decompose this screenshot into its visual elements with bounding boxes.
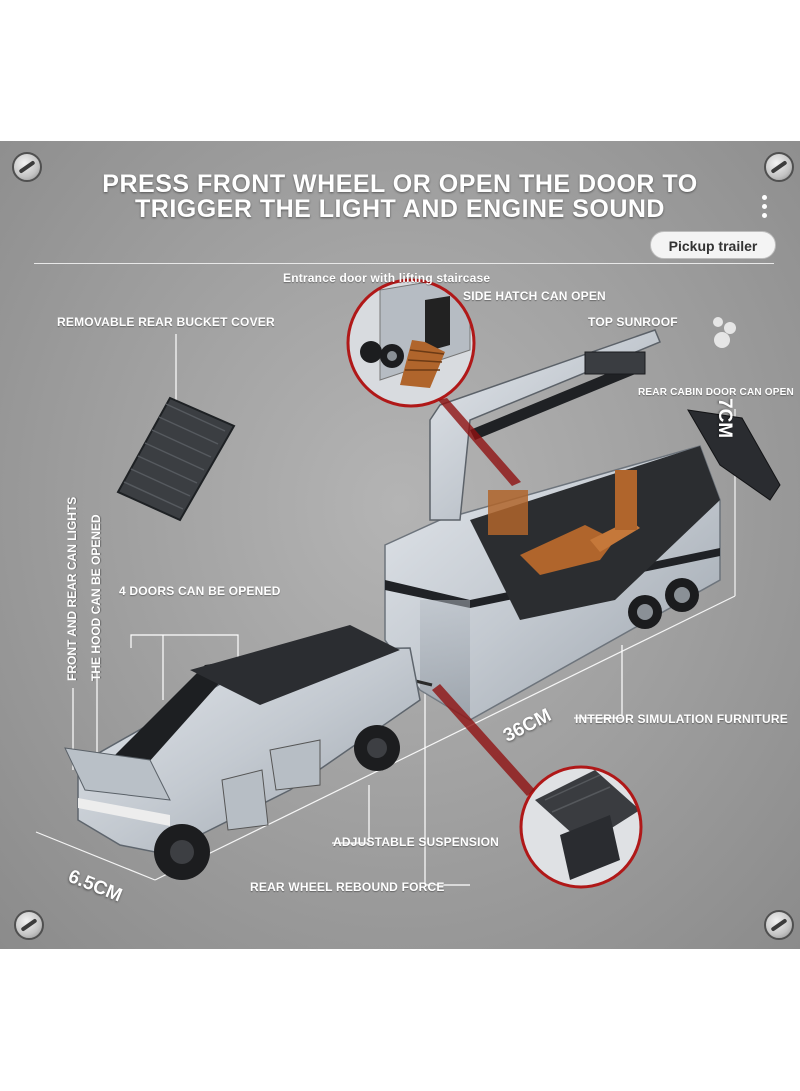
header-divider bbox=[34, 263, 774, 264]
rear-bucket-cover-label: REMOVABLE REAR BUCKET COVER bbox=[57, 315, 275, 329]
adjustable-suspension-label: ADJUSTABLE SUSPENSION bbox=[333, 835, 500, 849]
front-rear-lights-label: FRONT AND REAR CAN LIGHTS bbox=[65, 496, 79, 681]
staircase-callout bbox=[346, 278, 521, 486]
bucket-cover-part bbox=[116, 396, 236, 522]
sunroof-steam bbox=[713, 317, 736, 348]
height-dimension: 7CM bbox=[714, 398, 735, 439]
hood-opened-label: THE HOOD CAN BE OPENED bbox=[89, 514, 103, 681]
headline-line-1: PRESS FRONT WHEEL OR OPEN THE DOOR TO bbox=[102, 170, 698, 198]
camper-trailer bbox=[384, 329, 781, 721]
cybertruck-model bbox=[64, 625, 421, 880]
top-sunroof-label: TOP SUNROOF bbox=[588, 315, 678, 329]
entrance-door-label: Entrance door with lifting staircase bbox=[283, 271, 491, 285]
headline-line-2: TRIGGER THE LIGHT AND ENGINE SOUND bbox=[135, 195, 665, 223]
top-left-screw-icon bbox=[12, 152, 42, 182]
bottom-left-screw-icon bbox=[14, 910, 44, 940]
interior-furniture-label: INTERIOR SIMULATION FURNITURE bbox=[575, 712, 788, 726]
side-hatch-label: SIDE HATCH CAN OPEN bbox=[463, 289, 606, 303]
top-right-screw-icon bbox=[764, 152, 794, 182]
four-doors-label: 4 DOORS CAN BE OPENED bbox=[119, 584, 281, 598]
pickup-trailer-badge: Pickup trailer bbox=[650, 231, 776, 259]
rear-wheel-rebound-label: REAR WHEEL REBOUND FORCE bbox=[250, 880, 445, 894]
hitch-callout bbox=[432, 684, 643, 889]
bottom-right-screw-icon bbox=[764, 910, 794, 940]
more-dots-icon bbox=[761, 195, 769, 222]
rear-cabin-door-label: REAR CABIN DOOR CAN OPEN bbox=[638, 387, 794, 398]
